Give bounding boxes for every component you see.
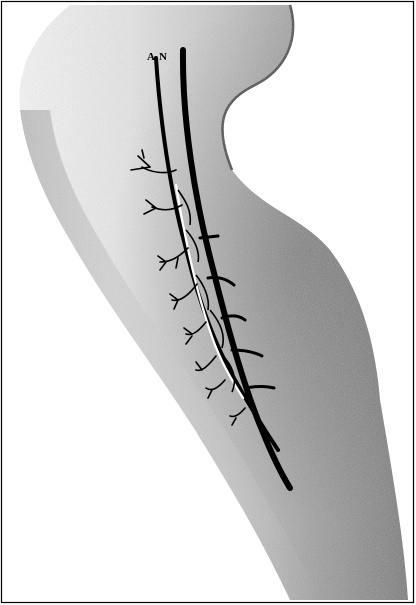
artery-label: A bbox=[147, 51, 155, 63]
nerve-label: N bbox=[159, 51, 167, 63]
